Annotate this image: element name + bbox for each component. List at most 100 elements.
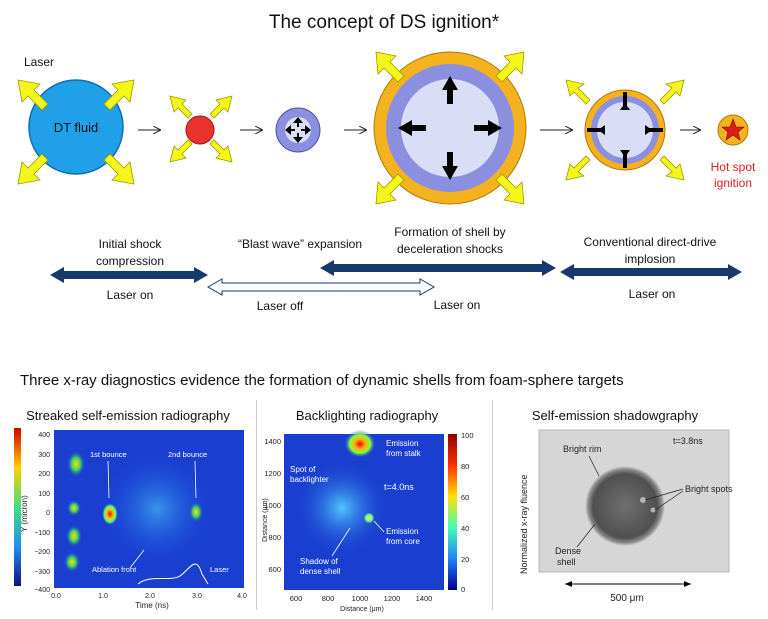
ablation-label: Ablation front <box>92 565 137 574</box>
panel2-backlighting: 1400 1200 1000 800 600 600 800 1000 1200… <box>262 430 474 613</box>
svg-text:2.0: 2.0 <box>145 593 155 600</box>
svg-text:1000: 1000 <box>264 501 281 510</box>
yellow-laser-arrow-icon <box>375 51 405 83</box>
scale-bar-label: 500 μm <box>610 593 644 604</box>
yellow-laser-arrow-icon <box>209 95 233 119</box>
svg-text:1.0: 1.0 <box>98 593 108 600</box>
bounce1-label: 1st bounce <box>90 450 127 459</box>
svg-text:300: 300 <box>38 452 50 459</box>
stage-shell-formation <box>373 51 527 205</box>
black-pressure-arrow-icon <box>285 117 311 143</box>
svg-text:shell: shell <box>557 557 576 567</box>
svg-text:3.0: 3.0 <box>192 593 202 600</box>
svg-text:40: 40 <box>461 524 469 533</box>
yellow-laser-arrow-icon <box>169 95 193 119</box>
yellow-laser-arrow-icon <box>565 155 591 181</box>
phase-arrow-conventional <box>560 264 742 280</box>
svg-text:200: 200 <box>38 471 50 478</box>
yellow-laser-arrow-icon <box>103 153 135 185</box>
section2-title: Three x-ray diagnostics evidence the for… <box>20 372 624 389</box>
bounce2-label: 2nd bounce <box>168 450 207 459</box>
svg-text:Spot of: Spot of <box>290 465 316 474</box>
svg-text:0.0: 0.0 <box>51 593 61 600</box>
yellow-laser-arrow-icon <box>17 153 49 185</box>
svg-text:1400: 1400 <box>416 594 433 603</box>
stage-hot-spot: Hot spot ignition <box>711 114 756 190</box>
svg-text:from stalk: from stalk <box>386 449 422 458</box>
laser-label: Laser <box>24 55 54 69</box>
svg-text:backlighter: backlighter <box>290 475 329 484</box>
yellow-laser-arrow-icon <box>659 79 685 105</box>
svg-text:800: 800 <box>268 533 281 542</box>
concept-diagram: DT fluid Laser <box>17 51 756 296</box>
svg-text:100: 100 <box>461 431 474 440</box>
svg-text:0: 0 <box>461 585 465 594</box>
svg-text:600: 600 <box>290 594 303 603</box>
laser-arrows-1 <box>17 79 135 185</box>
panel1-ylabel: Y (micron) <box>20 495 29 532</box>
svg-text:1200: 1200 <box>264 469 281 478</box>
svg-text:800: 800 <box>322 594 335 603</box>
yellow-laser-arrow-icon <box>17 79 49 111</box>
svg-text:Dense: Dense <box>555 546 581 556</box>
panel3-shadowgraphy: Normalized x-ray fluence t=3.8ns Bright … <box>519 429 733 604</box>
stage-dt-fluid: DT fluid Laser <box>17 55 135 185</box>
svg-text:1000: 1000 <box>352 594 369 603</box>
stage-blast-wave <box>275 107 321 153</box>
panel1-title: Streaked self-emission radiography <box>26 408 230 423</box>
svg-text:100: 100 <box>38 491 50 498</box>
svg-text:from core: from core <box>386 537 420 546</box>
svg-text:20: 20 <box>461 555 469 564</box>
yellow-laser-arrow-icon <box>209 139 233 163</box>
svg-text:t=3.8ns: t=3.8ns <box>673 436 703 446</box>
svg-text:−200: −200 <box>34 549 50 556</box>
black-pressure-arrow-icon <box>398 76 502 180</box>
dt-fluid-label: DT fluid <box>54 120 99 135</box>
svg-text:60: 60 <box>461 493 469 502</box>
yellow-laser-arrow-icon <box>495 51 525 83</box>
svg-text:dense shell: dense shell <box>300 567 341 576</box>
dt-fluid-circle <box>28 79 124 175</box>
stage-compressed <box>169 95 233 163</box>
svg-text:Bright spots: Bright spots <box>685 484 733 494</box>
svg-text:4.0: 4.0 <box>237 593 247 600</box>
panel3-title: Self-emission shadowgraphy <box>531 408 699 423</box>
phase-arrows <box>50 260 742 296</box>
yellow-laser-arrow-icon <box>103 79 135 111</box>
colorbar <box>14 428 21 586</box>
panel1-xlabel: Time (ns) <box>135 601 169 610</box>
laser-on-label-1: Laser on <box>106 288 154 302</box>
yellow-laser-arrow-icon <box>565 79 591 105</box>
page-title: The concept of DS ignition* <box>268 12 500 33</box>
laser-pulse-curve <box>137 563 209 585</box>
svg-text:0: 0 <box>46 510 50 517</box>
svg-text:−300: −300 <box>34 569 50 576</box>
colorbar <box>448 434 457 590</box>
panel2-xlabel: Distance (μm) <box>340 606 384 613</box>
svg-text:Emission: Emission <box>386 527 418 536</box>
red-star-icon <box>721 118 745 141</box>
panel2-ylabel: Distance (μm) <box>262 498 269 542</box>
stage-implosion <box>565 79 685 181</box>
phase-arrow-laser-off <box>206 278 436 296</box>
panel3-ylabel: Normalized x-ray fluence <box>519 474 529 574</box>
black-pressure-arrow-icon <box>587 92 663 168</box>
hot-spot-label-2: ignition <box>714 176 752 190</box>
laser-on-label-3: Laser on <box>628 287 676 301</box>
yellow-laser-arrow-icon <box>375 173 405 205</box>
yellow-laser-arrow-icon <box>495 173 525 205</box>
panel1-streak: 400 300 200 100 0 −100 −200 −300 −400 0.… <box>14 428 247 610</box>
phase-arrow-initial <box>50 267 208 283</box>
svg-text:1400: 1400 <box>264 437 281 446</box>
yellow-laser-arrow-icon <box>659 155 685 181</box>
svg-text:1200: 1200 <box>384 594 401 603</box>
yellow-laser-arrow-icon <box>169 139 193 163</box>
phase-arrow-shell <box>320 260 556 276</box>
separator <box>256 400 257 610</box>
svg-text:Shadow of: Shadow of <box>300 557 339 566</box>
svg-text:600: 600 <box>268 565 281 574</box>
svg-text:−100: −100 <box>34 530 50 537</box>
